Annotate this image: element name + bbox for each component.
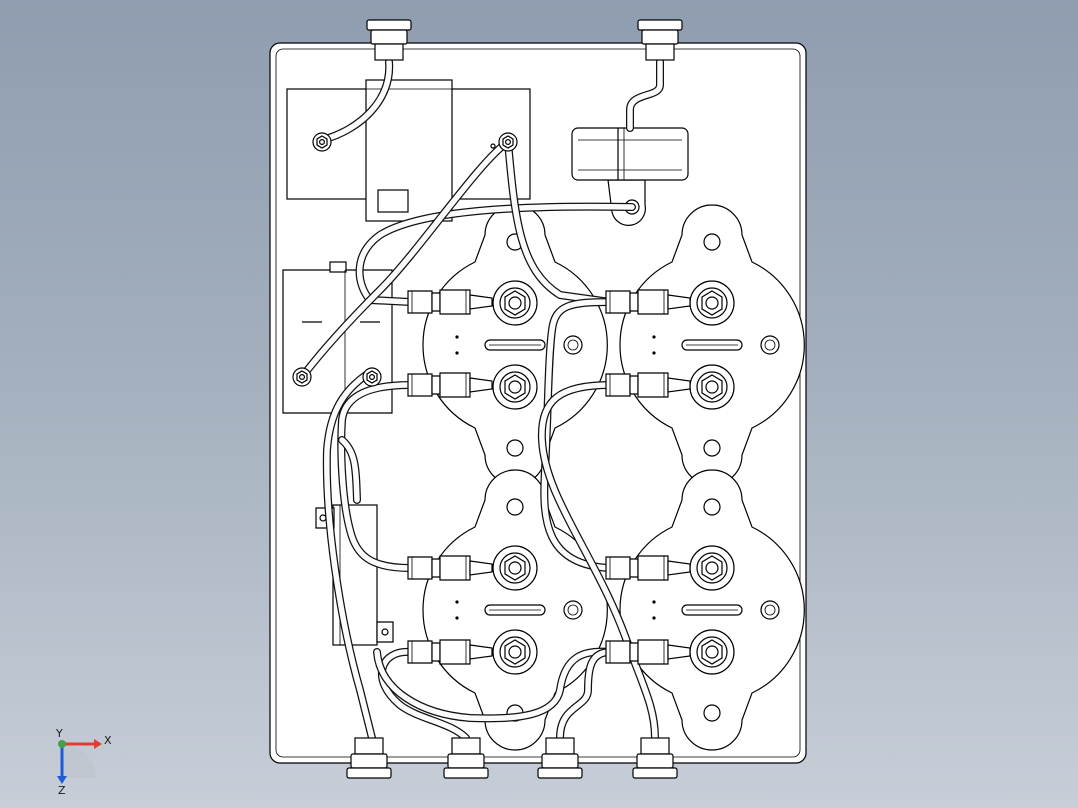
terminal-box-nut-right[interactable]: [362, 367, 382, 387]
wiring: [298, 58, 664, 742]
y-axis-label: Y: [55, 727, 63, 740]
x-axis-label: X: [104, 734, 112, 747]
relay-block[interactable]: [286, 79, 531, 222]
relay-nut-left[interactable]: [312, 132, 332, 152]
terminal-box-nut-left[interactable]: [292, 367, 312, 387]
y-axis-origin-dot: [58, 740, 66, 748]
enclosure-inner-edge: [275, 48, 801, 758]
x-axis-arrow-head: [94, 739, 102, 749]
relay-nut-right[interactable]: [498, 132, 518, 152]
z-axis-label: Z: [58, 784, 66, 797]
axis-triad[interactable]: X Y Z: [55, 727, 112, 797]
axis-triad-shadow: [62, 744, 96, 778]
z-axis-arrow-head: [57, 776, 67, 784]
